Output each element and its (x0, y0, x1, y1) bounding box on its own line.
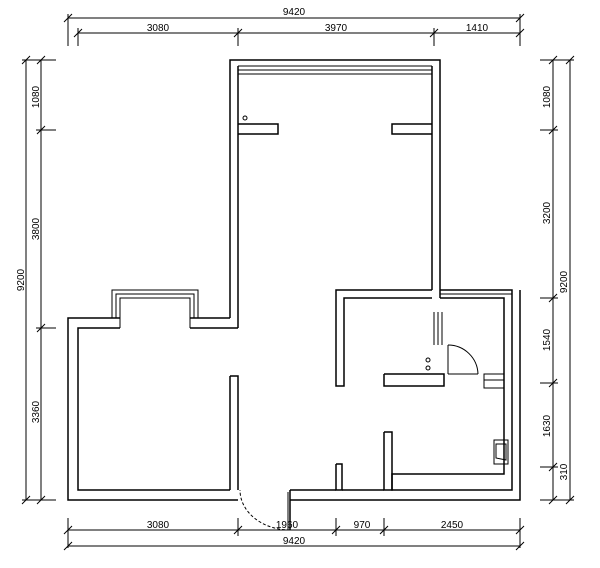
bottom-segment-4-label: 2450 (441, 520, 464, 531)
left-divider-wall (230, 375, 239, 490)
left-segment-2-label: 3800 (31, 217, 42, 240)
left-segment-1-label: 1080 (31, 85, 42, 108)
north-room-outer-wall (229, 59, 441, 318)
left-dimensions: 9200 1080 3800 3360 (16, 55, 56, 505)
bottom-outer-wall (290, 290, 521, 501)
top-segment-2-label: 3970 (325, 23, 348, 34)
kitchen-counter (383, 373, 445, 387)
left-balcony-bay (111, 289, 199, 328)
bottom-segment-1-label: 3080 (147, 520, 170, 531)
left-segment-3-label: 3360 (31, 400, 42, 423)
entrance-door (239, 489, 291, 531)
right-segment-2-label: 3200 (542, 201, 553, 224)
fixture-icon (425, 357, 431, 363)
outlet-icon (242, 115, 248, 121)
kitchen-partition-wall (335, 289, 432, 387)
north-right-stub-wall (391, 123, 432, 135)
left-total-label: 9200 (16, 268, 27, 291)
bath-left-stub (383, 431, 393, 491)
bottom-segment-2-label: 1960 (276, 520, 299, 531)
bathroom-door (433, 312, 479, 375)
right-total-label: 9200 (559, 270, 570, 293)
top-segment-3-label: 1410 (466, 23, 489, 34)
bottom-segment-3-label: 970 (354, 520, 371, 531)
left-room-outer-wall (67, 317, 238, 501)
right-dimensions: 9200 1080 3200 1540 1630 310 (540, 55, 575, 505)
north-left-stub-wall (238, 123, 279, 135)
bottom-total-label: 9420 (283, 536, 306, 547)
top-dimensions: 9420 3080 3970 1410 (63, 7, 525, 46)
right-segment-3-label: 1540 (542, 328, 553, 351)
left-room-inner-wall (77, 327, 230, 491)
right-segment-1-label: 1080 (542, 85, 553, 108)
kitchen-lower-stub (335, 463, 343, 491)
right-segment-5-label: 310 (559, 463, 570, 480)
top-balcony-strip (238, 65, 432, 75)
bottom-dimensions: 3080 1960 970 2450 9420 (63, 518, 525, 551)
bath-step (483, 373, 505, 389)
walls (67, 59, 521, 501)
top-segment-1-label: 3080 (147, 23, 170, 34)
top-total-label: 9420 (283, 7, 306, 18)
toilet-fixture (493, 439, 509, 465)
right-segment-4-label: 1630 (542, 414, 553, 437)
